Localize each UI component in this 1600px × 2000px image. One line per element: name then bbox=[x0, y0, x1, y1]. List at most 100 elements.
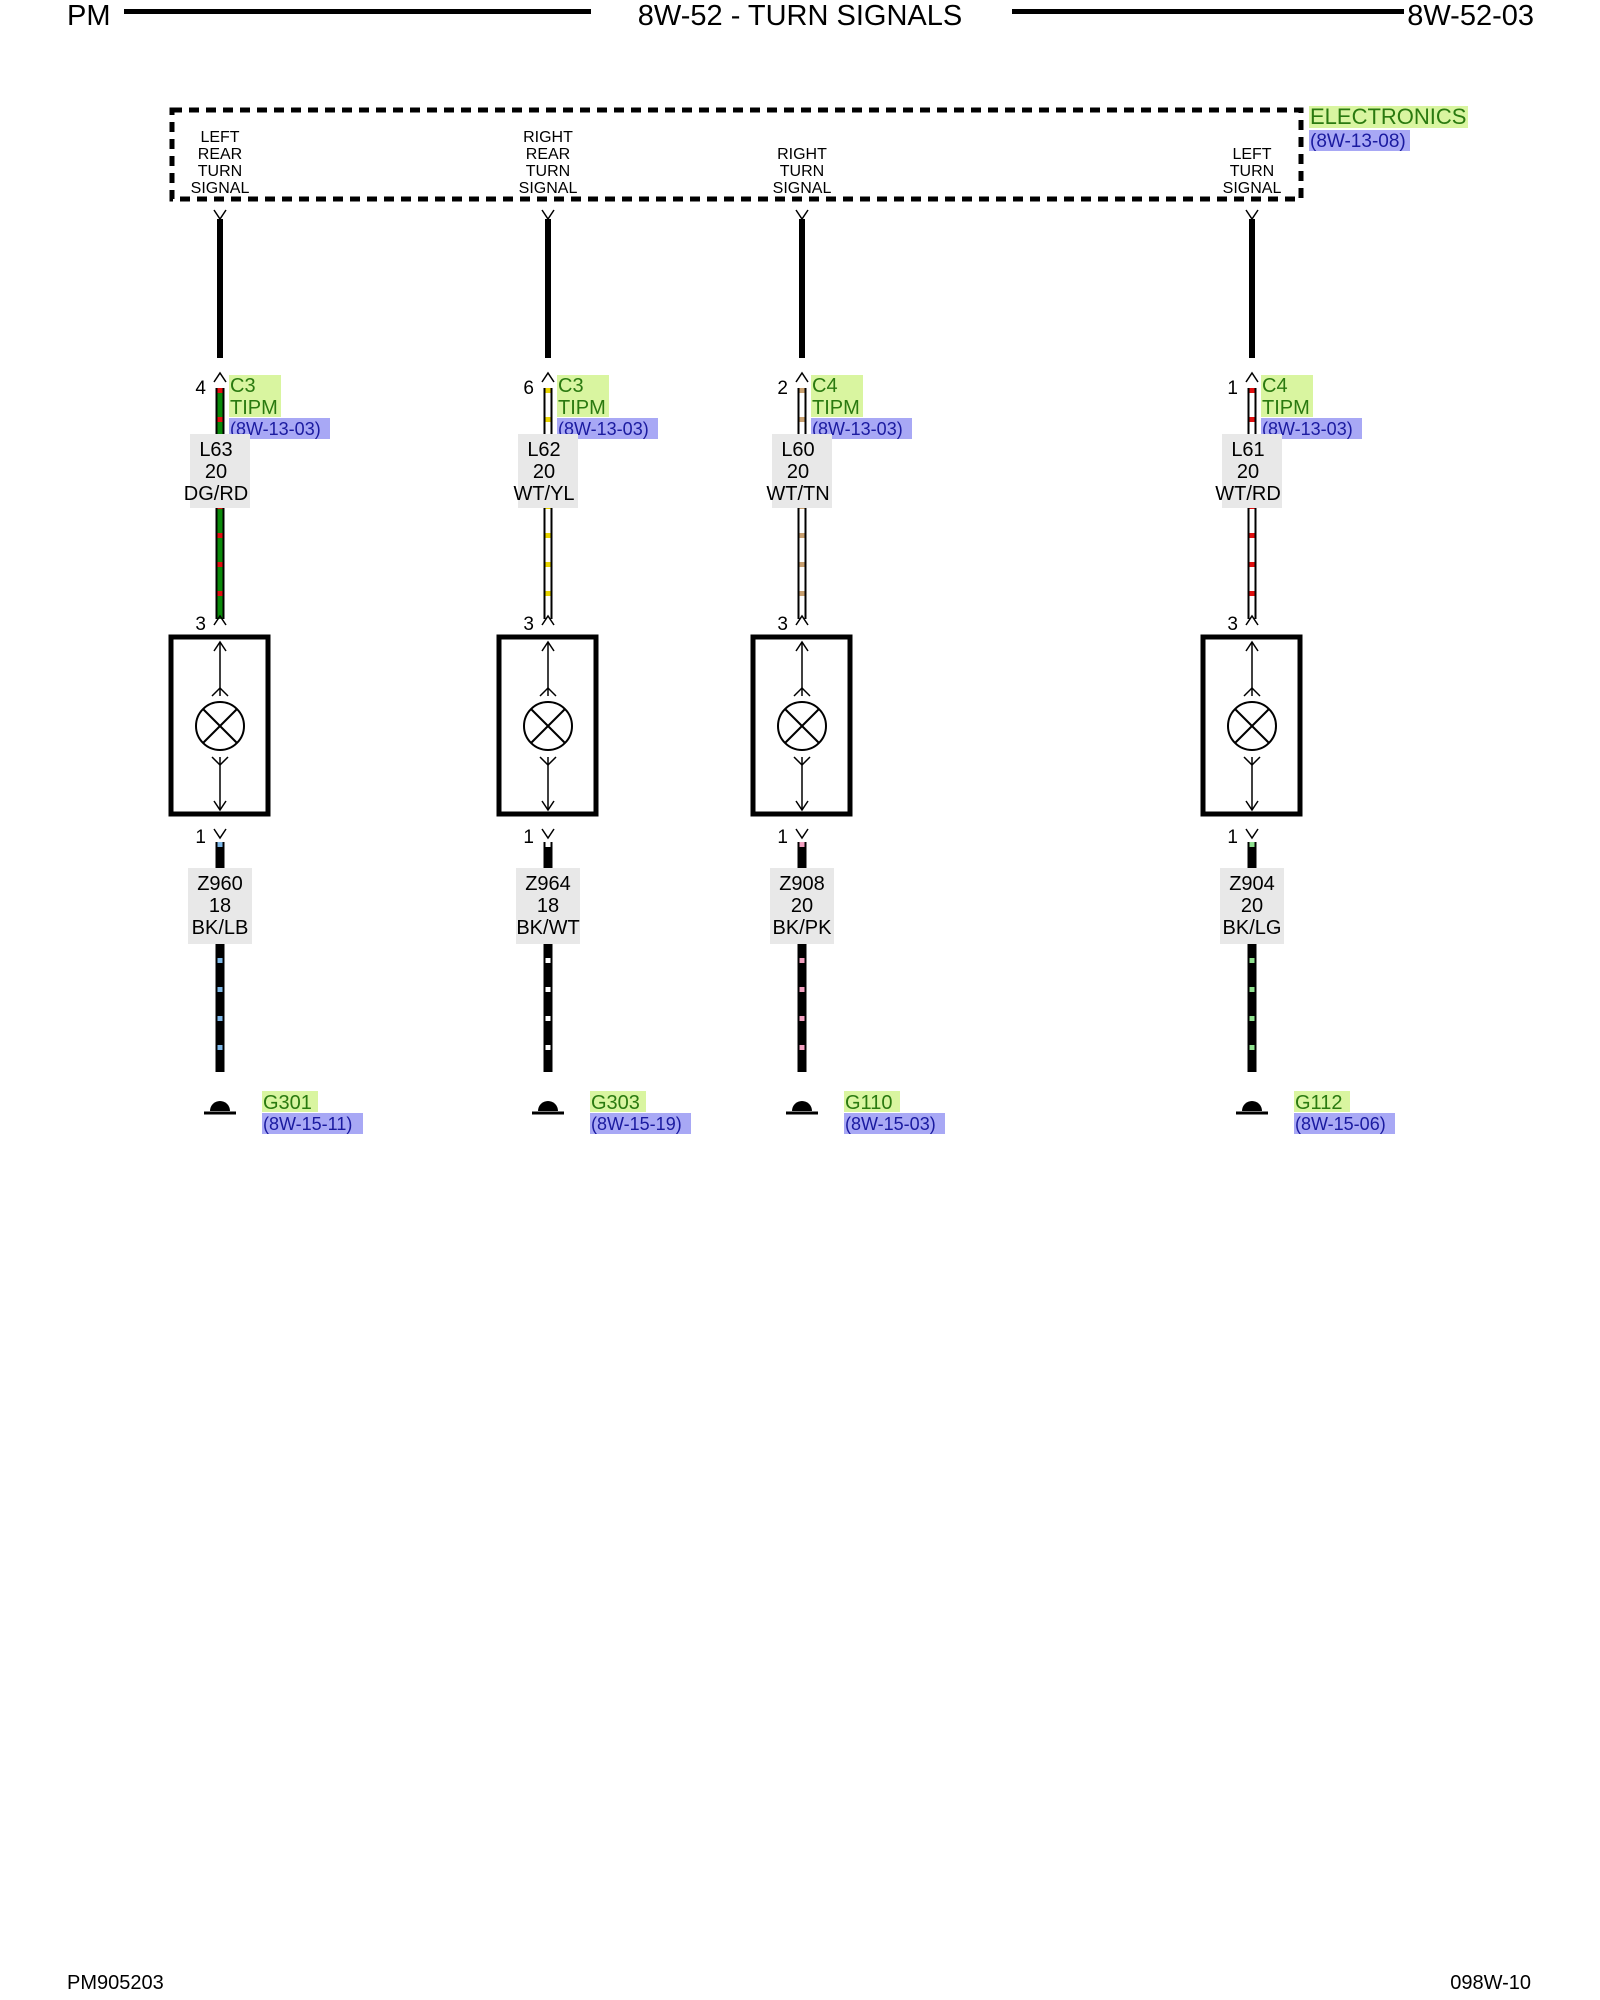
circuit-2-ground-wire-id: Z964 bbox=[525, 873, 571, 895]
circuit-1-signal-label: LEFT bbox=[200, 129, 239, 146]
circuit-4-signal-label: LEFT bbox=[1232, 146, 1271, 163]
circuit-1-wire-gauge: 20 bbox=[205, 461, 227, 483]
circuit-3-lamp-bottom-pin: 1 bbox=[777, 827, 788, 848]
circuit-3-wire-gauge: 20 bbox=[787, 461, 809, 483]
module-ref[interactable]: (8W-13-08) bbox=[1310, 131, 1406, 152]
circuit-1-ground-ref[interactable]: (8W-15-11) bbox=[263, 1114, 352, 1134]
circuit-2-connector-highlight bbox=[557, 375, 609, 417]
circuit-4-lamp-top-pin: 3 bbox=[1227, 614, 1238, 635]
circuit-1-connector-name[interactable]: C3 bbox=[230, 375, 256, 397]
circuit-1-connector-ref-highlight bbox=[229, 418, 330, 439]
circuit-4-ground-wire-id: Z904 bbox=[1229, 873, 1275, 895]
circuit-1-lamp-top-chevron bbox=[213, 614, 227, 626]
circuit-4-signal-label: SIGNAL bbox=[1223, 180, 1282, 197]
circuit-2-wire-color: WT/YL bbox=[513, 483, 574, 505]
circuit-3-module-chevron bbox=[795, 209, 809, 221]
circuit-2-ground-name[interactable]: G303 bbox=[591, 1092, 640, 1114]
circuit-1-device-name[interactable]: TIPM bbox=[230, 397, 278, 419]
circuit-3-signal-label: SIGNAL bbox=[773, 180, 832, 197]
circuit-2-ground-ref[interactable]: (8W-15-19) bbox=[591, 1114, 682, 1134]
circuit-4-ground-gauge: 20 bbox=[1241, 895, 1263, 917]
footer-page-ref: 098W-10 bbox=[1450, 1972, 1531, 1994]
circuit-2-lamp-bottom-chevron bbox=[541, 828, 555, 840]
circuit-2-lamp-arrow-bottom bbox=[541, 800, 555, 812]
circuit-3-connector-ref[interactable]: (8W-13-03) bbox=[812, 419, 903, 439]
circuit-2-wire-label-bg bbox=[518, 434, 578, 508]
circuit-4-lamp-top-chevron bbox=[1245, 614, 1259, 626]
circuit-2-bulb-cross-b bbox=[530, 708, 566, 744]
circuit-4-lamp-bottom-pin: 1 bbox=[1227, 827, 1238, 848]
circuit-3-device-name[interactable]: TIPM bbox=[812, 397, 860, 419]
circuit-2-lamp-bottom-pin: 1 bbox=[523, 827, 534, 848]
circuit-1-connector-highlight bbox=[229, 375, 281, 417]
circuit-1-ground-label-bg bbox=[188, 868, 252, 944]
page-title: 8W-52 - TURN SIGNALS bbox=[637, 0, 963, 32]
circuit-2-connector-chevron bbox=[541, 371, 555, 383]
circuit-1-connector-ref[interactable]: (8W-13-03) bbox=[230, 419, 321, 439]
circuit-4-lamp-arrow-bottom bbox=[1245, 800, 1259, 812]
circuit-2-connector-name[interactable]: C3 bbox=[558, 375, 584, 397]
circuit-3-ground-gauge: 20 bbox=[791, 895, 813, 917]
circuit-1-ground-gauge: 18 bbox=[209, 895, 231, 917]
header-rule-left bbox=[124, 9, 591, 14]
circuit-1-lamp-arrow-bottom bbox=[213, 800, 227, 812]
circuit-4-ground-icon bbox=[1242, 1101, 1262, 1111]
circuit-3-ground-name-highlight bbox=[844, 1091, 900, 1112]
circuit-3-ground-ref-highlight bbox=[844, 1113, 945, 1134]
circuit-4-ground-name[interactable]: G112 bbox=[1295, 1092, 1342, 1114]
circuit-2-lamp-top-pin: 3 bbox=[523, 614, 534, 635]
circuit-4-connector-ref[interactable]: (8W-13-03) bbox=[1262, 419, 1353, 439]
circuit-3-upper-pin: 2 bbox=[777, 378, 788, 399]
circuit-4-signal-label: TURN bbox=[1230, 163, 1274, 180]
circuit-3-connector-name[interactable]: C4 bbox=[812, 375, 838, 397]
circuit-4-ground-ref-highlight bbox=[1294, 1113, 1395, 1134]
footer-doc-id: PM905203 bbox=[67, 1972, 164, 1994]
circuit-4-wire-gauge: 20 bbox=[1237, 461, 1259, 483]
circuit-4-lamp-chev-top bbox=[1243, 686, 1261, 697]
module-name-highlight bbox=[1309, 106, 1468, 128]
circuit-3-ground-ref[interactable]: (8W-15-03) bbox=[845, 1114, 936, 1134]
circuit-1-wire-id: L63 bbox=[199, 439, 232, 461]
circuit-3-lamp-chev-top bbox=[793, 686, 811, 697]
circuit-3-ground-icon bbox=[792, 1101, 812, 1111]
circuit-2-ground-color: BK/WT bbox=[516, 917, 579, 939]
module-ref-highlight bbox=[1309, 130, 1410, 151]
module-name[interactable]: ELECTRONICS bbox=[1310, 104, 1466, 129]
circuit-1-connector-chevron bbox=[213, 371, 227, 383]
circuit-3-ground-label-bg bbox=[770, 868, 834, 944]
circuit-4-lamp-arrow-top bbox=[1245, 640, 1259, 652]
circuit-1-upper-pin: 4 bbox=[195, 378, 206, 399]
circuit-1-lamp-bottom-pin: 1 bbox=[195, 827, 206, 848]
circuit-3-ground-name[interactable]: G110 bbox=[845, 1092, 892, 1114]
circuit-2-ground-ref-highlight bbox=[590, 1113, 691, 1134]
circuit-4-connector-chevron bbox=[1245, 371, 1259, 383]
circuit-2-device-name[interactable]: TIPM bbox=[558, 397, 606, 419]
circuit-2-ground-icon bbox=[538, 1101, 558, 1111]
circuit-4-connector-name[interactable]: C4 bbox=[1262, 375, 1288, 397]
circuit-2-signal-label: RIGHT bbox=[523, 129, 573, 146]
circuit-4-device-name[interactable]: TIPM bbox=[1262, 397, 1310, 419]
circuit-3-lamp-arrow-bottom bbox=[795, 800, 809, 812]
circuit-2-signal-label: SIGNAL bbox=[519, 180, 578, 197]
circuit-3-bulb-cross-b bbox=[784, 708, 820, 744]
circuit-1-ground-name[interactable]: G301 bbox=[263, 1092, 312, 1114]
circuit-2-connector-ref[interactable]: (8W-13-03) bbox=[558, 419, 649, 439]
circuit-3-lamp-bottom-chevron bbox=[795, 828, 809, 840]
circuit-2-ground-label-bg bbox=[516, 868, 580, 944]
circuit-2-ground-gauge: 18 bbox=[537, 895, 559, 917]
circuit-4-ground-ref[interactable]: (8W-15-06) bbox=[1295, 1114, 1386, 1134]
circuit-4-upper-pin: 1 bbox=[1227, 378, 1238, 399]
circuit-3-connector-ref-highlight bbox=[811, 418, 912, 439]
circuit-2-ground-name-highlight bbox=[590, 1091, 646, 1112]
circuit-4-bulb-cross-b bbox=[1234, 708, 1270, 744]
header-left-code: PM bbox=[67, 0, 111, 32]
circuit-3-connector-highlight bbox=[811, 375, 863, 417]
circuit-2-lamp-arrow-top bbox=[541, 640, 555, 652]
circuit-4-wire-id: L61 bbox=[1231, 439, 1264, 461]
circuit-3-lamp-top-pin: 3 bbox=[777, 614, 788, 635]
circuit-4-connector-ref-highlight bbox=[1261, 418, 1362, 439]
circuit-1-ground-color: BK/LB bbox=[192, 917, 249, 939]
circuit-4-connector-highlight bbox=[1261, 375, 1313, 417]
